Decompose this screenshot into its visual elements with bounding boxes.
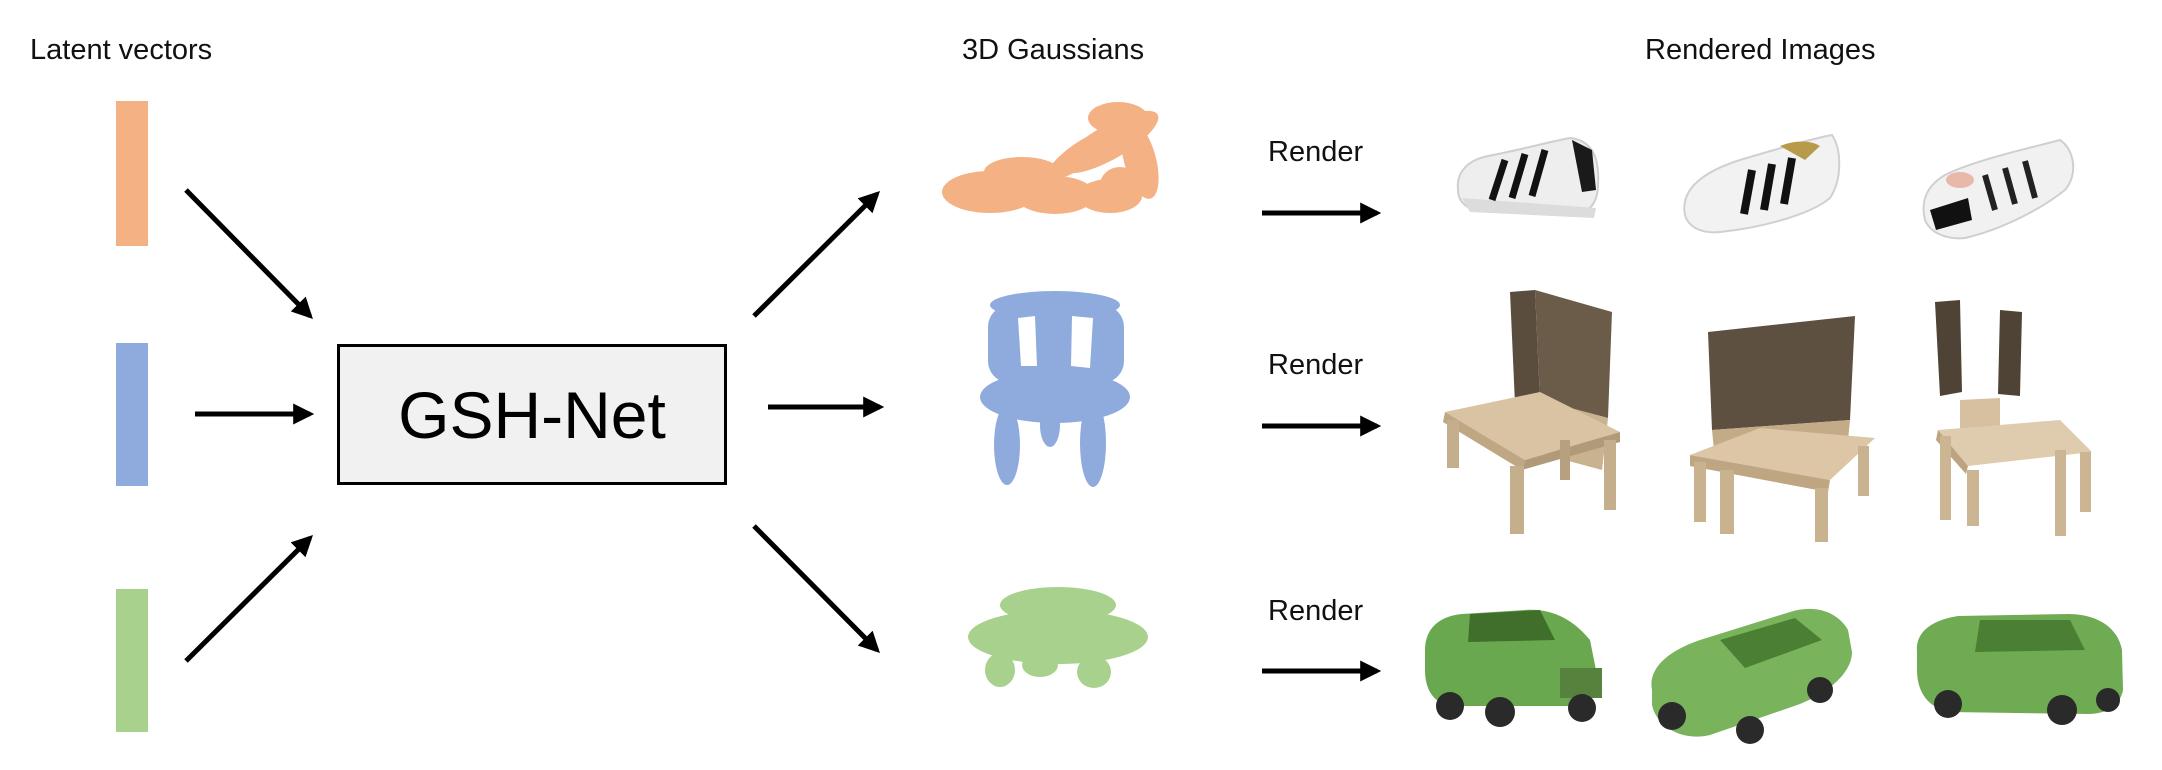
rendered-car-2: [1651, 608, 1852, 744]
arrow-latent-3-to-net: [184, 535, 313, 663]
gsh-net-label: GSH-Net: [398, 377, 666, 452]
gaussians-header: 3D Gaussians: [962, 34, 1145, 66]
rendered-chair-1: [1443, 290, 1620, 534]
latent-vectors-header: Latent vectors: [30, 34, 213, 66]
latent-vector-orange: [116, 101, 148, 246]
gaussian-chair-blob: [980, 291, 1130, 487]
latent-vector-blue: [116, 343, 148, 486]
rendered-sneaker-2: [1683, 133, 1841, 234]
render-label-1: Render: [1268, 136, 1364, 168]
rendered-chair-2: [1690, 316, 1875, 542]
render-label-2: Render: [1268, 349, 1364, 381]
render-label-3: Render: [1268, 595, 1364, 627]
gaussian-shoe-blob: [942, 102, 1159, 214]
rendered-sneaker-1: [1456, 136, 1600, 218]
latent-vector-green: [116, 589, 148, 732]
rendered-sneaker-3: [1922, 138, 2075, 240]
rendered-chair-3: [1935, 300, 2092, 536]
rendered-car-3: [1916, 614, 2123, 725]
arrow-net-to-gaussian-3: [752, 524, 880, 653]
arrow-latent-1-to-net: [184, 188, 313, 319]
rendered-images-header: Rendered Images: [1645, 34, 1876, 66]
arrow-net-to-gaussian-1: [752, 191, 880, 318]
gsh-net-box: GSH-Net: [337, 344, 727, 485]
gaussian-car-blob: [968, 587, 1148, 688]
rendered-car-1: [1425, 609, 1602, 727]
